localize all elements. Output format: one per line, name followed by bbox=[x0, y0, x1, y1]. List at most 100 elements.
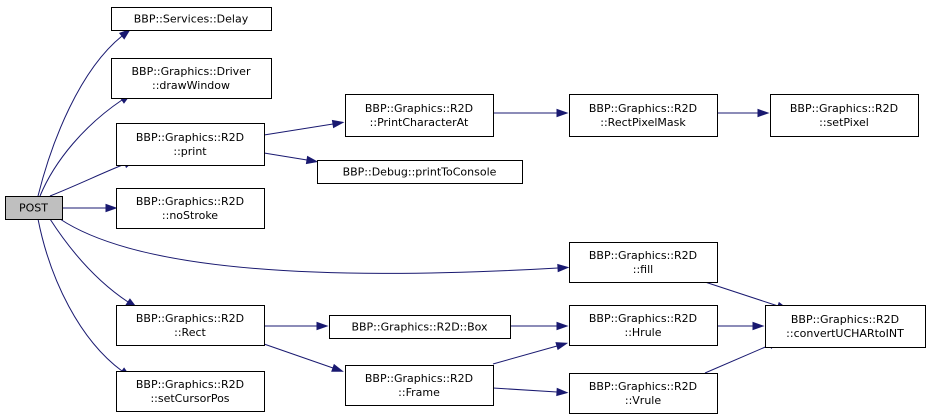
edge-line bbox=[263, 152, 308, 161]
edge-post-to-setcursorpos bbox=[37, 218, 132, 378]
nodes-layer: POST BBP::Services::DelayBBP::Graphics::D… bbox=[5, 7, 926, 414]
node-debug-printtoconsole[interactable]: BBP::Debug::printToConsole bbox=[317, 160, 523, 184]
node-box bbox=[569, 242, 718, 283]
node-label: BBP::Services::Delay bbox=[134, 13, 249, 26]
node-r2d-rect[interactable]: BBP::Graphics::R2D::Rect bbox=[116, 305, 265, 346]
node-r2d-print[interactable]: BBP::Graphics::R2D::print bbox=[116, 123, 265, 166]
arrowhead-icon bbox=[316, 321, 329, 331]
node-label: ::RectPixelMask bbox=[600, 116, 686, 129]
edge-line bbox=[37, 35, 123, 197]
node-label: ::noStroke bbox=[162, 209, 218, 222]
node-box bbox=[770, 94, 919, 137]
node-box bbox=[329, 315, 511, 339]
edge-post-to-nostroke bbox=[62, 203, 118, 213]
node-label: BBP::Graphics::R2D bbox=[365, 102, 473, 115]
edge-line bbox=[49, 218, 129, 303]
arrowhead-icon bbox=[556, 387, 569, 397]
node-box bbox=[111, 7, 272, 31]
node-label: ::Frame bbox=[398, 386, 440, 399]
node-box bbox=[345, 365, 494, 406]
node-label: BBP::Graphics::R2D bbox=[136, 195, 244, 208]
node-label: POST bbox=[19, 202, 48, 215]
node-box bbox=[569, 305, 718, 346]
node-box bbox=[116, 371, 265, 412]
node-r2d-rectpixelmask[interactable]: BBP::Graphics::R2D::RectPixelMask bbox=[569, 94, 718, 137]
edge-hrule-to-convertuchartoint bbox=[717, 321, 765, 331]
node-box bbox=[569, 94, 718, 137]
node-r2d-setpixel[interactable]: BBP::Graphics::R2D::setPixel bbox=[770, 94, 919, 137]
node-services-delay[interactable]: BBP::Services::Delay bbox=[111, 7, 272, 31]
edge-rect-to-frame bbox=[263, 343, 344, 372]
node-label: BBP::Graphics::R2D bbox=[589, 380, 697, 393]
edge-line bbox=[704, 281, 779, 307]
arrowhead-icon bbox=[118, 28, 131, 40]
node-label: BBP::Graphics::R2D bbox=[791, 313, 899, 326]
node-box bbox=[116, 188, 265, 229]
edge-print-to-printtoconsole bbox=[263, 152, 319, 165]
node-r2d-fill[interactable]: BBP::Graphics::R2D::fill bbox=[569, 242, 718, 283]
arrowhead-icon bbox=[556, 108, 569, 118]
node-label: BBP::Graphics::R2D bbox=[136, 378, 244, 391]
edge-line bbox=[704, 344, 771, 374]
node-box bbox=[116, 123, 265, 166]
node-label: BBP::Graphics::Driver bbox=[132, 65, 251, 78]
node-box bbox=[111, 58, 272, 99]
arrowhead-icon bbox=[555, 342, 569, 351]
edge-print-to-printcharacterat bbox=[263, 119, 345, 136]
node-box bbox=[116, 305, 265, 346]
edge-frame-to-hrule bbox=[492, 342, 569, 365]
node-label: ::drawWindow bbox=[152, 79, 230, 92]
node-r2d-printcharacterat[interactable]: BBP::Graphics::R2D::PrintCharacterAt bbox=[345, 94, 494, 137]
node-label: BBP::Graphics::R2D bbox=[589, 249, 697, 262]
node-label: ::setPixel bbox=[819, 116, 869, 129]
node-box bbox=[317, 160, 523, 184]
node-box bbox=[569, 373, 718, 414]
node-label: BBP::Graphics::R2D bbox=[790, 102, 898, 115]
node-label: ::print bbox=[173, 145, 207, 158]
edge-printcharacterat-to-rectpixelmask bbox=[493, 108, 569, 118]
node-label: BBP::Graphics::R2D bbox=[589, 312, 697, 325]
node-label: ::fill bbox=[633, 263, 653, 276]
edge-line bbox=[59, 218, 559, 275]
arrowhead-icon bbox=[757, 108, 770, 118]
edge-line bbox=[263, 343, 334, 369]
node-box bbox=[765, 305, 926, 348]
node-r2d-box[interactable]: BBP::Graphics::R2D::Box bbox=[329, 315, 511, 339]
node-r2d-setcursorpos[interactable]: BBP::Graphics::R2D::setCursorPos bbox=[116, 371, 265, 412]
edge-box-to-hrule bbox=[510, 321, 569, 331]
node-r2d-nostroke[interactable]: BBP::Graphics::R2D::noStroke bbox=[116, 188, 265, 229]
node-label: BBP::Graphics::R2D bbox=[136, 312, 244, 325]
arrowhead-icon bbox=[752, 321, 765, 331]
edge-line bbox=[492, 387, 558, 393]
node-label: BBP::Graphics::R2D::Box bbox=[351, 321, 488, 334]
node-label: ::Hrule bbox=[624, 326, 661, 339]
node-label: ::setCursorPos bbox=[150, 392, 229, 405]
edge-rect-to-box bbox=[264, 321, 329, 331]
node-label: ::PrintCharacterAt bbox=[370, 116, 469, 129]
node-r2d-convertuchartoint[interactable]: BBP::Graphics::R2D::convertUCHARtoINT bbox=[765, 305, 926, 348]
arrowhead-icon bbox=[557, 263, 570, 273]
edge-line bbox=[492, 345, 558, 365]
node-label: ::convertUCHARtoINT bbox=[786, 327, 904, 340]
node-box bbox=[345, 94, 494, 137]
node-label: BBP::Graphics::R2D bbox=[136, 131, 244, 144]
edge-line bbox=[263, 123, 334, 136]
node-box bbox=[5, 196, 63, 220]
node-r2d-hrule[interactable]: BBP::Graphics::R2D::Hrule bbox=[569, 305, 718, 346]
arrowhead-icon bbox=[105, 203, 118, 213]
edge-line bbox=[49, 163, 126, 197]
node-driver-drawwindow[interactable]: BBP::Graphics::Driver::drawWindow bbox=[111, 58, 272, 99]
arrowhead-icon bbox=[331, 119, 345, 129]
arrowhead-icon bbox=[331, 363, 344, 372]
node-r2d-vrule[interactable]: BBP::Graphics::R2D::Vrule bbox=[569, 373, 718, 414]
edges-layer bbox=[37, 28, 789, 397]
node-label: ::Vrule bbox=[625, 394, 661, 407]
node-label: BBP::Debug::printToConsole bbox=[343, 166, 497, 179]
node-r2d-frame[interactable]: BBP::Graphics::R2D::Frame bbox=[345, 365, 494, 406]
node-label: BBP::Graphics::R2D bbox=[365, 372, 473, 385]
arrowhead-icon bbox=[556, 321, 569, 331]
edge-rectpixelmask-to-setpixel bbox=[717, 108, 770, 118]
node-post[interactable]: POST bbox=[5, 196, 63, 220]
arrowhead-icon bbox=[305, 155, 319, 165]
